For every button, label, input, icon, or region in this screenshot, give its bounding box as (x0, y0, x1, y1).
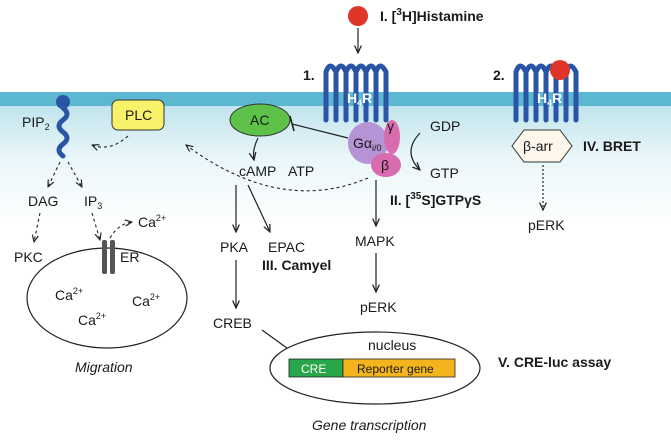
reporter-gene (342, 358, 456, 378)
g-beta-subunit (371, 153, 401, 177)
plc-label: PLC (125, 107, 152, 123)
epac-label: EPAC (268, 239, 305, 255)
camp-to-epac-arrow (247, 184, 270, 232)
pip2-label: PIP2 (22, 114, 50, 132)
reporter-gene-label: Reporter gene (357, 362, 434, 376)
pkc-label: PKC (14, 249, 43, 265)
calcium-label-3: Ca2+ (78, 311, 106, 328)
gtp-assay-label: II. [35S]GTPγS (390, 191, 481, 208)
ip3-to-er-arrow (91, 212, 100, 240)
er-label: ER (120, 249, 139, 265)
g-gamma-label: γ (387, 118, 394, 134)
perk-barr-label: pERK (528, 217, 565, 233)
pip2-tail (56, 105, 70, 159)
dag-to-pkc-arrow (34, 212, 41, 242)
g-beta-label: β (381, 157, 389, 173)
gene-transcription-caption: Gene transcription (312, 417, 427, 433)
calcium-label-2: Ca2+ (132, 292, 160, 309)
pip2-head (56, 95, 70, 109)
histamine-assay-label: I. [3H]Histamine (380, 7, 484, 24)
h4r-label-1: H4R (347, 90, 372, 108)
camyel-assay-label: III. Camyel (262, 257, 331, 273)
beta-arrestin-label: β-arr (523, 138, 553, 154)
bret-assay-label: IV. BRET (583, 138, 641, 154)
histamine-ligand (348, 6, 368, 26)
galpha-inhibits-ac (291, 123, 349, 139)
g-gamma-subunit (384, 120, 400, 154)
creluc-assay-label: V. CRE-luc assay (498, 354, 611, 370)
ac-to-camp-arrow (254, 137, 259, 160)
g-alpha-subunit (348, 122, 388, 164)
atp-label: ATP (288, 163, 314, 179)
h4r-receptor-2 (513, 63, 579, 123)
gbetagamma-to-plc-arrow (186, 145, 369, 192)
pip2-to-ip3-arrow (67, 161, 82, 187)
mapk-label: MAPK (355, 233, 395, 249)
pka-label: PKA (220, 239, 249, 255)
inhibition-bar (289, 115, 295, 132)
pip2-to-dag-arrow (48, 161, 61, 187)
receptor-2-number: 2. (493, 67, 505, 83)
perk-label: pERK (360, 299, 397, 315)
plc-enzyme (111, 99, 165, 131)
receptor-1-number: 1. (303, 67, 315, 83)
migration-caption: Migration (75, 359, 133, 375)
calcium-label-1: Ca2+ (55, 286, 83, 303)
dag-label: DAG (28, 193, 58, 209)
gtp-label: GTP (430, 165, 459, 181)
plc-to-pip2-arrow (92, 135, 129, 147)
h4r-label-2: H4R (537, 90, 562, 108)
nucleus-label: nucleus (368, 337, 416, 353)
g-alpha-label: Gαi/0 (353, 135, 382, 153)
ac-label: AC (250, 112, 269, 128)
er-calcium-release-arrow (109, 222, 132, 239)
ip3-label: IP3 (84, 193, 102, 211)
gdp-gtp-exchange-arrow (410, 132, 420, 170)
camp-label: cAMP (239, 163, 276, 179)
er-channel-left (102, 240, 107, 274)
calcium-released-label: Ca2+ (138, 213, 166, 230)
adenylyl-cyclase (229, 103, 291, 137)
beta-arrestin-shape (511, 129, 573, 163)
histamine-ligand-bound (550, 60, 570, 80)
cre-label: CRE (301, 362, 326, 376)
creb-label: CREB (213, 315, 252, 331)
gdp-label: GDP (430, 118, 460, 134)
h4r-receptor-1 (323, 63, 389, 123)
er-channel-right (110, 240, 115, 274)
